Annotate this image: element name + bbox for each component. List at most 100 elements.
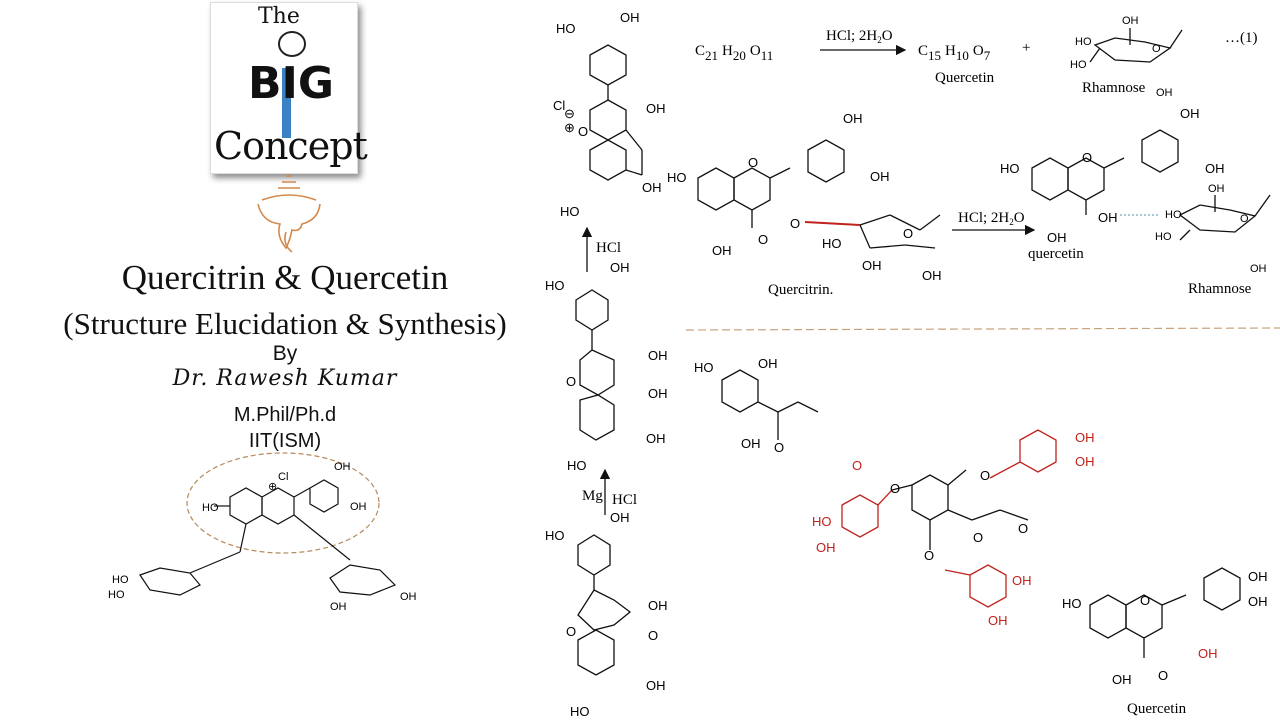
o-label: O <box>758 232 768 247</box>
ho-label: HO <box>108 589 125 601</box>
cl-label: Cl <box>553 98 565 113</box>
reagent-top: HCl; 2H2O <box>826 28 893 45</box>
ho-label: HO <box>667 170 687 185</box>
quercitrin-structure <box>697 139 941 249</box>
cl-label: Cl <box>278 471 288 483</box>
oh-label: OH <box>862 258 882 273</box>
oh-label: OH <box>620 10 640 25</box>
oh-label: OH <box>610 260 630 275</box>
oh-label: OH <box>1047 230 1067 245</box>
oh-label: OH <box>741 436 761 451</box>
oh-label: OH <box>1248 594 1268 609</box>
o-label: O <box>648 628 658 643</box>
by-label: By <box>272 342 298 365</box>
ho-label: HO <box>694 360 714 375</box>
hcl-label: HCl <box>596 240 621 256</box>
rhamnose-top-structure <box>1089 28 1183 63</box>
ho-label: HO <box>1000 161 1020 176</box>
product1-name: Quercetin <box>935 70 995 86</box>
flavylium-cation-structure <box>589 44 643 181</box>
ho-label: HO <box>545 278 565 293</box>
oh-label: OH <box>1075 454 1095 469</box>
oh-label: OH <box>350 501 367 513</box>
o-label: O <box>1082 150 1092 165</box>
section-divider <box>685 327 1280 331</box>
o-label: O <box>1152 43 1161 55</box>
oh-label: OH <box>1180 106 1200 121</box>
ho-label: HO <box>1075 36 1092 48</box>
oh-label: OH <box>648 348 668 363</box>
ho-label: HO <box>1070 59 1087 71</box>
o-label: O <box>890 481 900 496</box>
oh-label: OH <box>922 268 942 283</box>
logo-big-text: BIG <box>248 58 335 109</box>
oh-label: OH <box>1098 210 1118 225</box>
logo-the-text: The <box>258 4 300 29</box>
author-name: Dr. Rawesh Kumar <box>172 366 398 391</box>
quercetin-final-label: Quercetin <box>1127 701 1187 717</box>
o-label: O <box>748 155 758 170</box>
quercetin-product-structure <box>1031 129 1179 215</box>
equation-number: …(1) <box>1225 30 1258 46</box>
mg-label: Mg <box>582 488 603 504</box>
oh-label: OH <box>816 540 836 555</box>
quercetin-final-structure <box>1089 567 1241 658</box>
o-label: O <box>852 458 862 473</box>
oh-label: OH <box>1248 569 1268 584</box>
o-label: O <box>1240 213 1249 225</box>
oh-label: OH <box>1012 573 1032 588</box>
ho-label: HO <box>570 704 590 719</box>
o-label: O <box>980 468 990 483</box>
oh-label: OH <box>758 356 778 371</box>
quercitrin-label: Quercitrin. <box>768 282 833 298</box>
oh-label: OH <box>1208 183 1225 195</box>
oh-label: OH <box>988 613 1008 628</box>
o-label: O <box>566 624 576 639</box>
oh-label: OH <box>648 598 668 613</box>
ho-label: HO <box>1155 231 1172 243</box>
product2-name: Rhamnose <box>1082 80 1146 96</box>
oh-label: OH <box>870 169 890 184</box>
oh-label: OH <box>646 678 666 693</box>
rhamnose-right-structure <box>1178 194 1271 241</box>
plus-charge: ⊕ <box>564 120 575 135</box>
acetophenone-structure <box>721 369 819 440</box>
o-label: O <box>1158 668 1168 683</box>
author-institute: IIT(ISM) <box>248 430 322 452</box>
quercetin-lower-label: quercetin <box>1028 246 1084 262</box>
hydrolysis-reagent: HCl; 2H2O <box>958 210 1025 227</box>
author-degree: M.Phil/Ph.d <box>233 404 337 426</box>
ho-label: HO <box>560 204 580 219</box>
o-label: O <box>973 530 983 545</box>
ho-label: HO <box>202 502 219 514</box>
rhamnose-label: Rhamnose <box>1188 281 1252 297</box>
page-subtitle: (Structure Elucidation & Synthesis) <box>63 306 507 341</box>
oh-label: OH <box>1075 430 1095 445</box>
o-label: O <box>903 226 913 241</box>
highlight-ellipse <box>186 452 380 554</box>
oh-label: OH <box>843 111 863 126</box>
oh-label: OH <box>400 591 417 603</box>
page-title: Quercitrin & Quercetin <box>121 258 449 297</box>
minus-charge: ⊖ <box>564 106 575 121</box>
ho-label: HO <box>545 528 565 543</box>
oh-label: OH <box>1122 15 1139 27</box>
oh-label: OH <box>330 601 347 613</box>
oh-label: OH <box>1205 161 1225 176</box>
o-label: O <box>566 374 576 389</box>
o-label: O <box>924 548 934 563</box>
ho-label: HO <box>112 574 129 586</box>
oh-label: OH <box>610 510 630 525</box>
anthocyanin-glycoside-structure <box>139 479 397 596</box>
oh-label: OH <box>1112 672 1132 687</box>
plus-sign: + <box>1022 40 1030 56</box>
o-label: O <box>1140 593 1150 608</box>
oh-label: OH <box>712 243 732 258</box>
quercetin-left-structure <box>577 534 632 676</box>
oh-label: OH <box>642 180 662 195</box>
hcl-mg-label: HCl <box>612 492 637 508</box>
